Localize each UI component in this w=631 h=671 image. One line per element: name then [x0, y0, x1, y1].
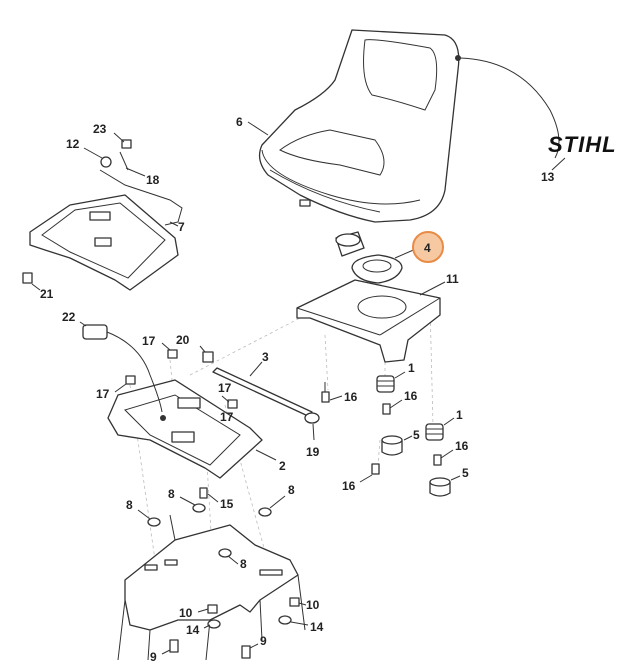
nut-17a: [167, 349, 178, 359]
callout-15: 15: [220, 497, 234, 511]
bolt-16d: [371, 463, 380, 475]
washer-8c: [258, 507, 272, 517]
bolt-16a: [321, 382, 330, 403]
callout-17c: 17: [218, 381, 232, 395]
bolt-16b: [382, 403, 391, 415]
callout-17d: 17: [220, 410, 234, 424]
washer-14b: [278, 615, 292, 625]
bolt-9a: [169, 639, 179, 653]
seat-switch: [82, 324, 163, 413]
mower-frame: [117, 514, 306, 661]
lever-7: [99, 169, 183, 226]
callout-9b: 9: [260, 634, 267, 648]
callout-12: 12: [66, 137, 80, 151]
callout-20: 20: [176, 333, 190, 347]
callout-16c: 16: [455, 439, 469, 453]
washer-8d: [218, 548, 232, 558]
callout-1b: 1: [456, 408, 463, 422]
knob-12: [100, 156, 112, 168]
callout-21: 21: [40, 287, 54, 301]
pivot-rod: [212, 367, 320, 424]
callout-22: 22: [62, 310, 76, 324]
upper-left-bracket: [29, 194, 179, 291]
seat-pivot-cup: [351, 254, 403, 284]
callout-7: 7: [178, 220, 185, 234]
nut-17c: [227, 399, 238, 409]
screw-18: [119, 151, 129, 171]
callout-14b: 14: [310, 620, 324, 634]
clip-20: [202, 351, 214, 363]
highlight-circle: [412, 231, 444, 263]
bumper-upper: [381, 435, 403, 456]
callout-3: 3: [262, 350, 269, 364]
spring-upper: [376, 375, 395, 393]
callout-16d: 16: [342, 479, 356, 493]
callout-8c: 8: [288, 483, 295, 497]
callout-4: 4: [424, 241, 431, 255]
callout-19: 19: [306, 445, 320, 459]
bolt-16c: [433, 454, 442, 466]
stihl-logo: STIHL: [548, 132, 617, 157]
callout-16a: 16: [344, 390, 358, 404]
callout-17b: 17: [96, 387, 110, 401]
seat: [258, 29, 460, 223]
assembly-guide-lines: [129, 304, 434, 601]
nut-17b: [125, 375, 136, 385]
callout-6: 6: [236, 115, 243, 129]
callout-16b: 16: [404, 389, 418, 403]
washer-14a: [207, 619, 221, 629]
callout-2: 2: [279, 459, 286, 473]
callout-10a: 10: [179, 606, 193, 620]
screw-21: [22, 272, 33, 284]
callout-23: 23: [93, 122, 107, 136]
screw-15: [199, 487, 208, 499]
callout-10b: 10: [306, 598, 320, 612]
callout-8b: 8: [168, 487, 175, 501]
callout-13: 13: [541, 170, 555, 184]
callout-14a: 14: [186, 623, 200, 637]
callout-5a: 5: [413, 428, 420, 442]
callout-17a: 17: [142, 334, 156, 348]
seat-mounting-plate: [296, 279, 441, 363]
seat-bracket: [107, 379, 263, 479]
washer-8a: [147, 517, 161, 527]
washer-8b: [192, 503, 206, 513]
bolt-9b: [241, 645, 251, 659]
callout-9a: 9: [150, 650, 157, 664]
callout-18: 18: [146, 173, 160, 187]
nut-10b: [289, 597, 300, 607]
nut-10a: [207, 604, 218, 614]
seat-adjust-knob: [335, 231, 365, 257]
callout-11: 11: [446, 272, 459, 286]
callout-8a: 8: [126, 498, 133, 512]
bumper-lower: [429, 477, 451, 497]
spring-lower: [425, 423, 444, 441]
callout-8d: 8: [240, 557, 247, 571]
nut-23: [121, 139, 132, 149]
callout-1a: 1: [408, 361, 415, 375]
callout-5b: 5: [462, 466, 469, 480]
